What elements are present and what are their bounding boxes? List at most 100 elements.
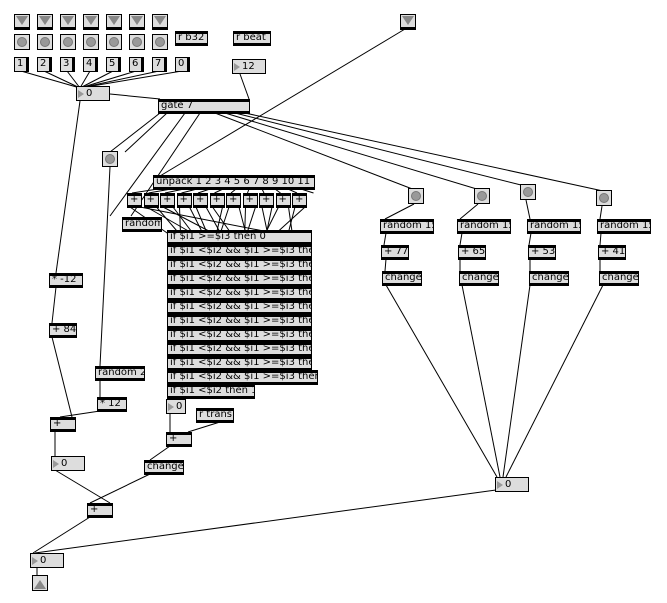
bang-button[interactable] [152,34,168,50]
patch-cord[interactable] [51,286,57,324]
multiply-neg12[interactable]: * -12 [49,273,83,288]
bang-button[interactable] [474,188,490,204]
patch-cord[interactable] [384,203,415,220]
if-object[interactable]: if $i1 <$i2 && $i1 >=$i3 then 5 [167,300,312,315]
if-object[interactable]: if $i1 <$i2 && $i1 >=$i3 then 6 [167,314,312,329]
patch-cord[interactable] [109,112,161,153]
patch-cord[interactable] [79,70,114,89]
inlet-icon[interactable] [14,14,30,30]
inlet-icon[interactable] [106,14,122,30]
change-object[interactable]: change [599,271,639,286]
if-object[interactable]: if $i1 <$i2 && $i1 >=$i3 then 10 [167,370,318,385]
message-box[interactable]: 4 [83,57,98,72]
gate-object[interactable]: gate 7 [158,99,250,114]
octave-plus[interactable]: + [50,417,76,432]
bang-button[interactable] [102,151,118,167]
patch-cord[interactable] [502,284,531,478]
patch-cord[interactable] [505,284,604,478]
patch-cord[interactable] [187,421,221,433]
change-object[interactable]: change [529,271,569,286]
patch-cord[interactable] [528,232,532,246]
bang-button[interactable] [129,34,145,50]
patch-cord[interactable] [109,93,161,100]
inlet-icon[interactable] [37,14,53,30]
patch-cord[interactable] [43,70,81,89]
bang-button[interactable] [106,34,122,50]
bang-button[interactable] [520,184,536,200]
message-box[interactable]: 5 [106,57,121,72]
if-object[interactable]: if $i1 <$i2 && $i1 >=$i3 then 3 [167,272,312,287]
random-15[interactable]: random 15 [597,219,651,234]
random-15[interactable]: random 15 [457,219,511,234]
patch-cord[interactable] [234,112,526,187]
trans-plus[interactable]: + [166,432,192,447]
if-object[interactable]: if $i1 <$i2 && $i1 >=$i3 then 4 [167,286,312,301]
change-object[interactable]: change [459,271,499,286]
plus-object[interactable]: + [292,193,307,208]
bang-button[interactable] [408,188,424,204]
selector-number[interactable]: 0 [76,86,110,101]
plus-object[interactable]: + [127,193,142,208]
if-result-number[interactable]: 0 [166,399,186,414]
patch-cord[interactable] [109,112,186,217]
add-object[interactable]: + 65 [458,245,486,260]
inlet-icon[interactable] [83,14,99,30]
inlet-icon[interactable] [129,14,145,30]
patch-cord[interactable] [99,166,111,367]
bang-button[interactable] [37,34,53,50]
message-box[interactable]: 7 [152,57,167,72]
patch-cord[interactable] [55,100,81,274]
random-15[interactable]: random 15 [527,219,581,234]
patch-cord[interactable] [159,28,406,177]
patch-cord[interactable] [79,70,137,89]
add-object[interactable]: + 41 [598,245,626,260]
patch-cord[interactable] [385,284,498,478]
patch-cord[interactable] [51,336,73,418]
patch-cord[interactable] [599,205,603,220]
random-object[interactable]: random [122,217,162,232]
receive-b32[interactable]: r b32 [175,31,208,46]
add-84[interactable]: + 84 [49,323,77,338]
patch-cord[interactable] [59,410,101,418]
if-object[interactable]: if $i1 >=$i3 then 0 [167,230,312,245]
plus-object[interactable]: + [209,193,225,208]
add-object[interactable]: + 77 [381,245,409,260]
patch-cord[interactable] [244,112,604,192]
unpack-object[interactable]: unpack 1 2 3 4 5 6 7 8 9 10 11 12 [153,175,315,190]
random-2[interactable]: random 2 [95,366,145,381]
inlet-icon[interactable] [152,14,168,30]
patch-cord[interactable] [89,473,151,504]
bang-button[interactable] [60,34,76,50]
plus-object[interactable]: + [226,193,241,208]
patch-cord[interactable] [459,232,463,246]
final-plus[interactable]: + [87,503,113,518]
message-box[interactable]: 3 [60,57,75,72]
patch-cord[interactable] [130,112,201,217]
patch-cord[interactable] [32,516,91,554]
patch-cord[interactable] [149,445,171,461]
patch-cord[interactable] [461,284,501,478]
output-number[interactable]: 0 [30,553,64,568]
beat-number[interactable]: 12 [232,59,266,74]
plus-object[interactable]: + [176,193,192,208]
change-object[interactable]: change [382,271,422,286]
inlet-icon[interactable] [60,14,76,30]
patch-cord[interactable] [34,489,497,554]
patch-cord[interactable] [66,70,81,89]
patch-cord[interactable] [224,112,481,191]
if-object[interactable]: if $i1 <$i2 && $i1 >=$i3 then 1 [167,244,312,259]
octave-number[interactable]: 0 [51,456,85,471]
plus-object[interactable]: + [259,193,274,208]
plus-object[interactable]: + [143,193,159,208]
if-object[interactable]: if $i1 <$i2 && $i1 >=$i3 then 7 [167,328,312,343]
bang-button[interactable] [14,34,30,50]
trans-change[interactable]: change [144,460,184,475]
bang-button[interactable] [596,190,612,206]
patch-cord[interactable] [79,70,160,89]
patch-cord[interactable] [54,469,111,504]
patch-cord[interactable] [383,232,387,246]
if-object[interactable]: if $i1 <$i2 && $i1 >=$i3 then 8 [167,342,312,357]
patch-cord[interactable] [239,73,250,100]
patch-cord[interactable] [525,199,531,220]
add-object[interactable]: + 53 [528,245,556,260]
